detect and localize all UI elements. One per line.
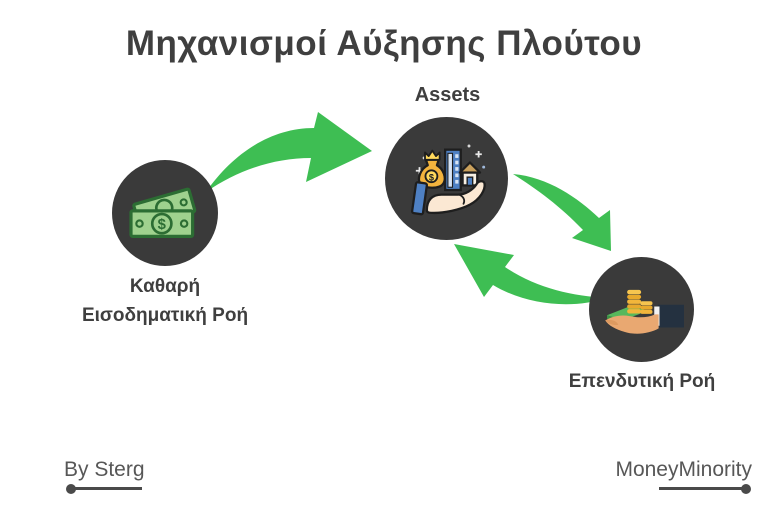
hand-holding-coins-icon bbox=[604, 289, 684, 334]
node-net-income-circle: $ bbox=[112, 160, 218, 266]
dollar-sign: $ bbox=[428, 172, 433, 182]
node-label-net-income: Καθαρή Εισοδηματική Ροή bbox=[81, 276, 249, 327]
money-bills-icon: $ bbox=[129, 187, 197, 238]
node-investment-circle bbox=[589, 257, 694, 362]
arrow-income-to-assets bbox=[206, 112, 372, 192]
arrow-investment-to-assets bbox=[454, 244, 607, 305]
credit-dot-right bbox=[741, 483, 751, 494]
credit-line-left bbox=[70, 487, 142, 490]
node-label-investment: Επενδυτική Ροή bbox=[568, 371, 716, 392]
page-title: Μηχανισμοί Αύξησης Πλούτου bbox=[125, 24, 643, 63]
brand-credit: MoneyMinority bbox=[615, 458, 752, 481]
credit-line-right bbox=[659, 487, 747, 490]
arrow-assets-to-investment bbox=[513, 174, 611, 251]
node-assets-circle: $ bbox=[385, 117, 508, 240]
author-credit: By Sterg bbox=[64, 458, 145, 481]
hand-holding-assets-icon: $ bbox=[410, 144, 486, 215]
node-label-assets: Assets bbox=[414, 84, 481, 106]
dollar-sign: $ bbox=[158, 217, 167, 233]
